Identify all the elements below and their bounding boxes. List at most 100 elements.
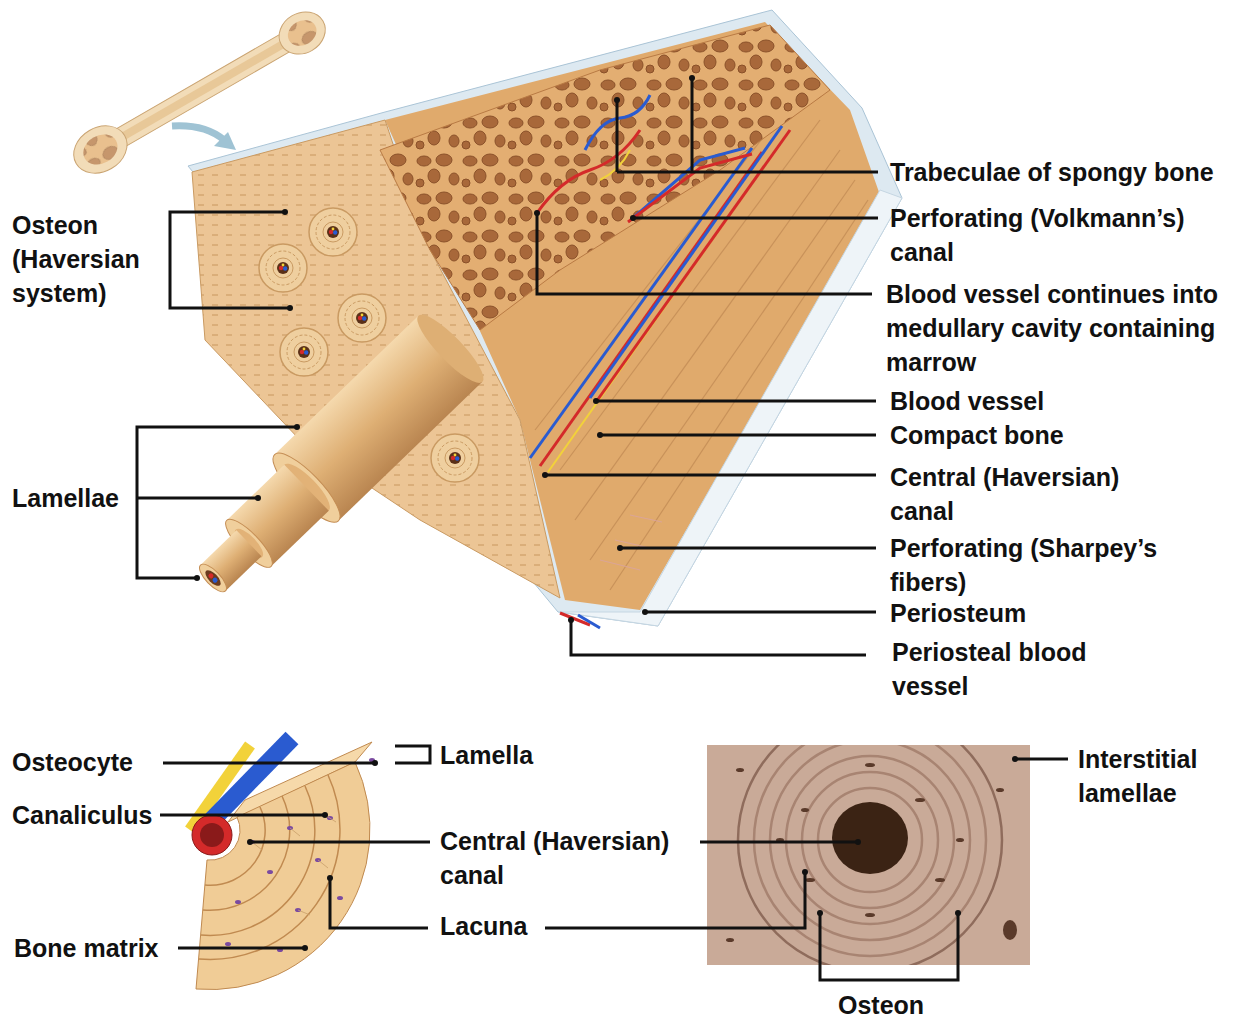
part-label: Osteocyte [12, 745, 133, 779]
leader-dots [282, 209, 288, 215]
bone-texture [610, 200, 868, 590]
leader-lines [137, 427, 297, 578]
part-label: Compact bone [890, 418, 1064, 452]
leader-lines [170, 212, 290, 308]
leader-lines [571, 620, 866, 655]
periosteum-layer [188, 10, 902, 626]
zoom-arrow-head [214, 132, 236, 150]
leader-lines [600, 434, 876, 437]
part-label: Lamella [440, 738, 533, 772]
leader-dots [630, 215, 636, 221]
part-label: Bone matrix [14, 931, 158, 965]
leader-lines [537, 213, 872, 294]
micrograph [754, 745, 986, 956]
leader-dots [1012, 756, 1018, 762]
leader-dots [322, 812, 328, 818]
leader-dots [597, 432, 603, 438]
canaliculi [252, 815, 336, 915]
bone-matrix-wedge [196, 762, 370, 990]
micrograph [802, 772, 938, 908]
osteon [309, 208, 357, 256]
micrograph [915, 798, 925, 802]
osteocytes [225, 942, 231, 946]
sharpey-fibers [600, 560, 640, 570]
part-label: Lamellae [12, 481, 119, 515]
part-label: Central (Haversian) canal [890, 460, 1150, 528]
vein [212, 738, 292, 820]
osteon [338, 294, 386, 342]
photo-central-canal [832, 802, 908, 874]
micrograph [865, 763, 875, 767]
bone-end [65, 116, 135, 182]
part-label: Periosteum [890, 596, 1026, 630]
leader-dots [302, 945, 308, 951]
leader-dots [255, 495, 261, 501]
canaliculi [318, 860, 328, 868]
leader-lines [645, 611, 876, 614]
micrograph [956, 838, 964, 842]
leader-lines [160, 814, 325, 817]
micrograph [801, 808, 809, 812]
leader-dots [534, 210, 540, 216]
lamellae-cylinder [207, 572, 214, 579]
leader-dots [593, 398, 599, 404]
lamellae-cylinder [195, 560, 230, 596]
periosteum [560, 190, 902, 626]
leader-lines [545, 872, 805, 928]
spongy-end [283, 15, 321, 51]
leader-dots [642, 609, 648, 615]
leader-dots [568, 617, 574, 623]
micrograph [736, 768, 744, 772]
blood-vessels [628, 154, 752, 222]
leader-dots [542, 472, 548, 478]
lamellae-cylinder [203, 568, 223, 589]
blood-vessels [590, 126, 782, 398]
leader-dots [689, 75, 695, 81]
leader-lines [545, 474, 876, 477]
micrograph [996, 788, 1004, 792]
part-label: Periosteal blood vessel [892, 635, 1112, 703]
blood-vessels [578, 615, 600, 628]
leader-dots [855, 839, 861, 845]
osteon-detail [190, 738, 375, 990]
osteon [259, 244, 307, 292]
leader-lines [250, 841, 430, 844]
osteon [431, 434, 479, 482]
osteon [280, 328, 328, 376]
sharpey-fibers [630, 515, 662, 522]
artery [192, 815, 232, 855]
spongy-bone [380, 25, 830, 330]
leader-lines [820, 913, 958, 980]
lamellae-cylinder [212, 577, 219, 584]
leader-dots [802, 869, 808, 875]
micrograph [935, 878, 945, 882]
leader-lines [620, 547, 876, 550]
micrograph [1003, 920, 1017, 940]
micrograph [818, 788, 922, 892]
osteocytes [337, 896, 343, 900]
micrograph [726, 938, 734, 942]
leader-dots [614, 97, 620, 103]
osteocytes [235, 900, 241, 904]
micrograph [707, 745, 1030, 965]
lamellae-cylinder [176, 307, 491, 616]
bone-wedge [176, 10, 902, 628]
leader-dots [617, 545, 623, 551]
part-label: Trabeculae of spongy bone [890, 155, 1214, 189]
blood-vessels [600, 150, 630, 180]
part-label: Central (Haversian) canal [440, 824, 700, 892]
leader-dots [327, 875, 333, 881]
bone-shaft [108, 33, 291, 150]
part-label: Perforating (Volkmann’s) canal [890, 201, 1230, 269]
lamellae-cylinder [410, 307, 491, 390]
leader-dots [817, 910, 823, 916]
leader-lines [330, 878, 428, 928]
canaliculi [290, 828, 300, 836]
micrograph [738, 745, 1002, 965]
leader-dots [372, 760, 378, 766]
canaliculi [298, 910, 310, 915]
leader-lines [163, 762, 375, 765]
